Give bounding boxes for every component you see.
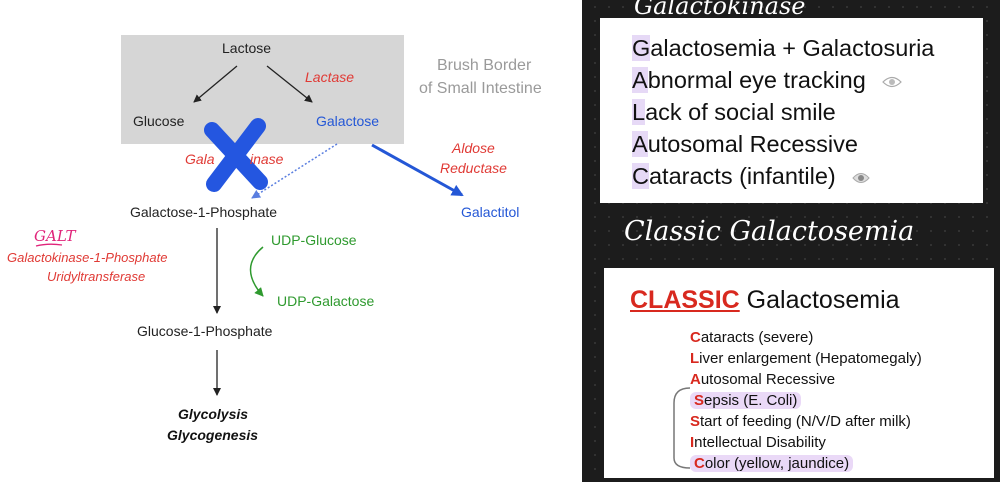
card1-item-galactosemia: Galactosemia + Galactosuria [632,35,935,61]
classic-card-title: CLASSIC Galactosemia [630,286,900,314]
lactose-to-galactose-arrow [266,65,313,103]
galactokinase-handwritten-title: Galactokinase [634,0,806,20]
galactokinase-label-right: inase [250,151,284,167]
galt-enzyme-line1: Galactokinase-1-Phosphate [7,250,168,265]
galactitol-label: Galactitol [461,204,520,220]
galactokinase-deficiency-card: Galactosemia + Galactosuria Abnormal eye… [600,18,983,203]
galt-enzyme-line2: Uridyltransferase [47,269,146,284]
classic-item-cataracts: Cataracts (severe) [690,329,814,346]
classic-item-color: Color (yellow, jaundice) [690,455,854,472]
classic-item-autosomal: Autosomal Recessive [690,371,836,388]
brush-border-label: Brush Border [437,57,532,74]
card1-item-autosomal: Autosomal Recessive [632,131,858,157]
reductase-label: Reductase [440,160,507,176]
card1-item-social-smile: Lack of social smile [632,99,836,125]
lactose-to-glucose-arrow [193,65,238,103]
classic-item-sepsis: Sepsis (E. Coli) [690,392,802,409]
aldose-reductase-arrow [371,143,464,197]
card1-item-cataracts: Cataracts (infantile) [632,163,870,190]
pathway-arrows [35,65,464,396]
bracket-mark [673,387,691,469]
galactose-1-phosphate-label: Galactose-1-Phosphate [130,204,278,220]
cloudy-eye-icon [852,172,870,183]
galactose-label: Galactose [316,113,380,129]
galt-handwritten: GALT [34,227,76,245]
classic-item-intellectual: Intellectual Disability [690,434,826,451]
udp-galactose-label: UDP-Galactose [277,293,375,309]
pathway-slide: Lactose Lactase Glucose Galactose Brush … [0,0,582,482]
block-x-mark [204,118,268,192]
udp-glucose-label: UDP-Glucose [271,232,357,248]
lactase-label: Lactase [305,69,355,85]
lactose-label: Lactose [222,40,272,56]
classic-item-feeding: Start of feeding (N/V/D after milk) [690,413,911,430]
aldose-label: Aldose [452,140,495,156]
card1-item-eye-tracking: Abnormal eye tracking [632,67,903,94]
udp-exchange-arrow [249,246,264,297]
classic-galactosemia-handwritten-title: Classic Galactosemia [624,216,915,247]
glycolysis-label: Glycolysis [178,406,249,422]
galt-underline [35,243,63,247]
classic-item-liver: Liver enlargement (Hepatomegaly) [690,350,922,367]
glucose-1-phosphate-label: Glucose-1-Phosphate [137,323,273,339]
glucose-label: Glucose [133,113,185,129]
galactokinase-label-left: Gala [185,151,215,167]
small-intestine-label: of Small Intestine [419,80,542,97]
galactokinase-blocked-arrow [251,143,338,199]
glycogenesis-label: Glycogenesis [167,427,259,443]
classic-galactosemia-card: CLASSIC Galactosemia Cataracts (severe) … [604,268,994,478]
eye-icon [882,76,903,87]
